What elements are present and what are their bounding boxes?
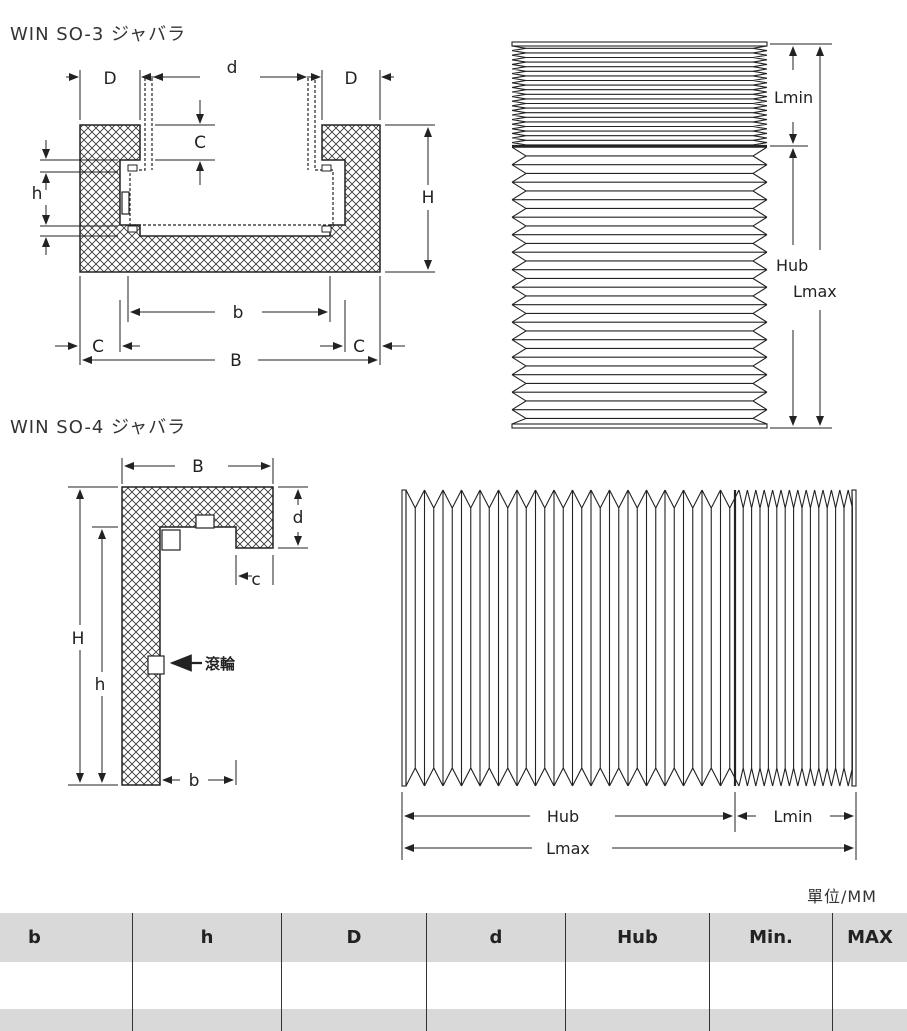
spec-table: b h D d Hub Min. MAX [0, 913, 907, 1031]
so4-label-c: c [251, 570, 260, 590]
so3-label-lmin: Lmin [774, 88, 813, 107]
bellows-folds [512, 46, 767, 424]
so3-bellows [512, 42, 767, 428]
so3-label-C-right: C [353, 337, 365, 357]
bellows-bottom-plate [512, 424, 767, 428]
col-header-min: Min. [710, 913, 833, 962]
so4-roller [148, 656, 164, 674]
so3-label-b: b [233, 303, 244, 323]
table-row [0, 962, 907, 1009]
so3-label-C-top: C [194, 133, 206, 153]
so4-label-d: d [293, 508, 304, 528]
so4-label-b: b [189, 771, 200, 791]
col-header-max: MAX [833, 913, 907, 962]
so4-section [122, 487, 273, 785]
diagram-canvas: D d D C h H b C B C Lmin Hub Lmax [0, 0, 907, 880]
so3-label-D-left: D [103, 69, 116, 89]
so4-label-B: B [192, 457, 204, 477]
so4-bellows-dimensions [402, 792, 856, 860]
so4-hatched-body [122, 487, 273, 785]
so4-label-lmax: Lmax [546, 839, 590, 858]
so4-label-hub: Hub [547, 807, 579, 826]
so4-label-H: H [72, 629, 85, 649]
bellows-top-plate [512, 42, 767, 46]
table-header-row: b h D d Hub Min. MAX [0, 913, 907, 962]
unit-label: 單位/MM [807, 883, 877, 907]
bellows-folds [406, 490, 852, 786]
bellows-left-plate [402, 490, 406, 786]
so4-bellows [402, 490, 856, 786]
so3-roller [122, 192, 129, 214]
col-header-b: b [0, 913, 133, 962]
so3-label-H: H [422, 188, 435, 208]
so4-label-h: h [95, 675, 106, 695]
so3-label-D-right: D [344, 69, 357, 89]
so3-label-lmax: Lmax [793, 282, 837, 301]
col-header-hub: Hub [566, 913, 710, 962]
so4-label-lmin: Lmin [773, 807, 812, 826]
so3-section [80, 78, 380, 272]
so3-label-d: d [227, 58, 238, 78]
so3-label-C-left: C [92, 337, 104, 357]
col-header-h: h [133, 913, 282, 962]
so3-label-B: B [230, 351, 242, 371]
table-row [0, 1009, 907, 1031]
col-header-d: d [427, 913, 566, 962]
so3-label-h: h [32, 184, 43, 204]
col-header-D: D [282, 913, 427, 962]
so4-label-roller: 滾輪 [205, 655, 236, 673]
so3-label-hub: Hub [776, 256, 808, 275]
